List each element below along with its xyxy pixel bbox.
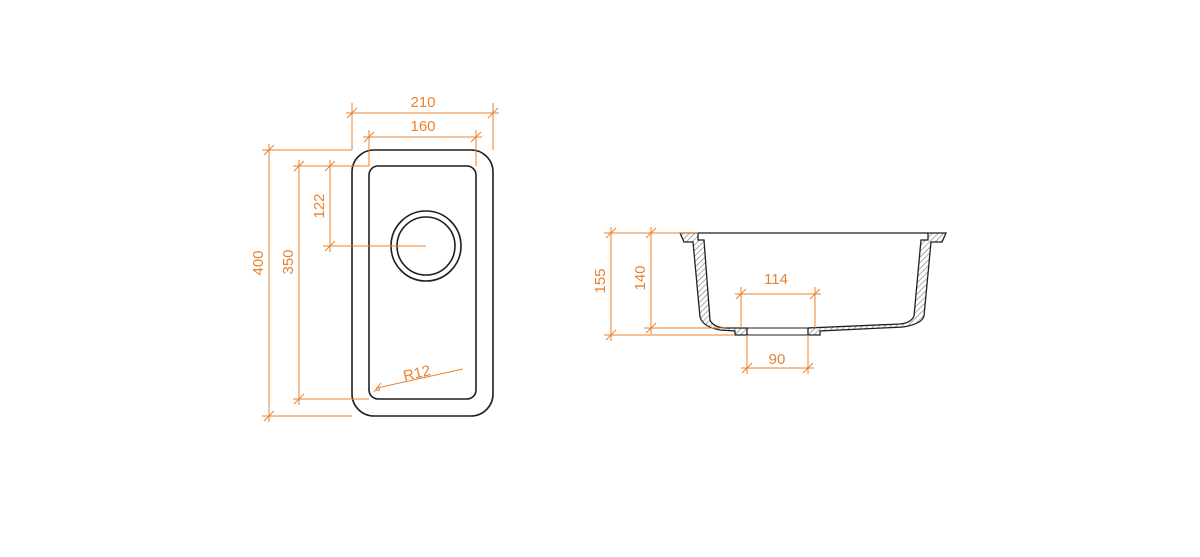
dim-label-corner-radius: R12 xyxy=(402,362,433,385)
dim-label-inner-length: 350 xyxy=(280,249,297,274)
dim-label-drain-offset: 122 xyxy=(311,193,328,218)
top-view: 210 160 400 350 122 R12 xyxy=(250,94,499,422)
side-view: 155 140 114 90 xyxy=(592,227,948,374)
dim-label-inner-width: 160 xyxy=(410,118,435,135)
dim-label-drain-bottom-width: 90 xyxy=(769,351,786,368)
top-view-dimension-lines xyxy=(262,103,499,422)
dim-label-outer-length: 400 xyxy=(250,250,267,275)
sink-inner-outline xyxy=(368,165,477,400)
dim-label-outer-width: 210 xyxy=(410,94,435,111)
sink-outer-outline xyxy=(351,149,494,417)
dim-label-drain-top-width: 114 xyxy=(764,271,788,288)
section-right-wall xyxy=(807,232,948,336)
dim-label-total-height: 155 xyxy=(592,268,609,293)
side-view-dimension-lines xyxy=(604,227,821,374)
dim-label-inner-depth: 140 xyxy=(632,265,649,290)
section-left-wall xyxy=(678,232,748,336)
